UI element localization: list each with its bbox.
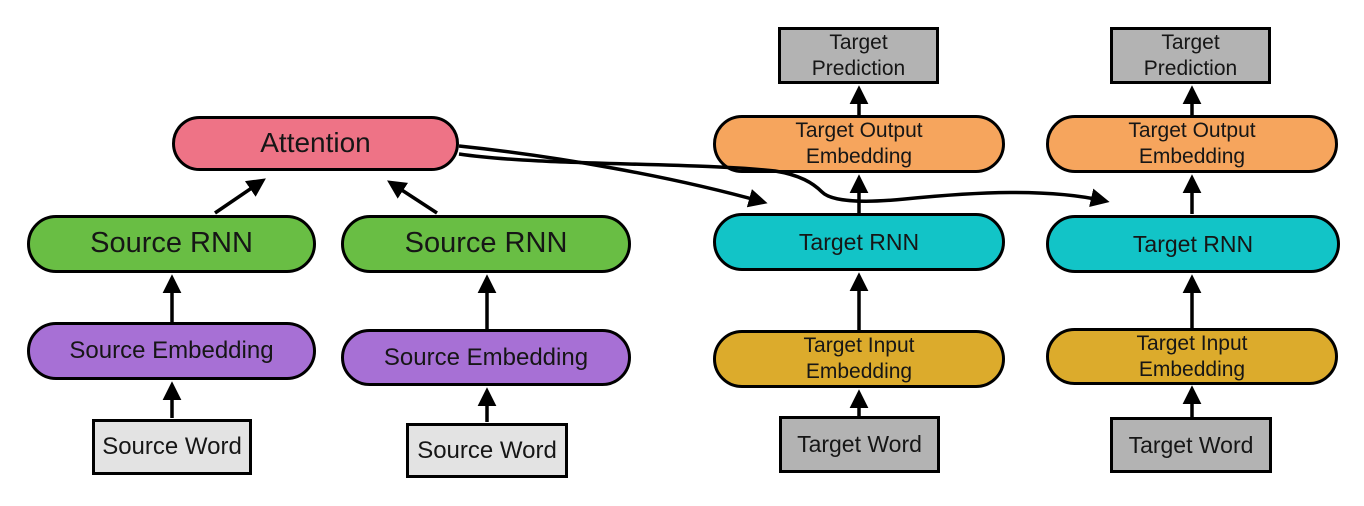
target-prediction-2: Target Prediction <box>1110 27 1271 84</box>
source-word-1: Source Word <box>92 419 252 475</box>
target-rnn-1-label: Target RNN <box>798 228 920 255</box>
target-output-embedding-2-label: Target Output Embedding <box>1128 119 1256 168</box>
target-input-embedding-1: Target Input Embedding <box>713 330 1005 388</box>
target-input-embedding-1-label: Target Input Embedding <box>803 334 915 383</box>
source-word-1-label: Source Word <box>102 433 242 461</box>
attention-node: Attention <box>172 116 459 171</box>
target-output-embedding-1: Target Output Embedding <box>713 115 1005 173</box>
target-rnn-1: Target RNN <box>713 213 1005 271</box>
target-prediction-2-label: Target Prediction <box>1143 30 1238 80</box>
target-input-embedding-2-label: Target Input Embedding <box>1136 331 1248 381</box>
target-output-embedding-2: Target Output Embedding <box>1046 115 1338 173</box>
source-embedding-2-label: Source Embedding <box>383 343 589 371</box>
target-rnn-2: Target RNN <box>1046 215 1340 273</box>
edge-source-rnn-1-to-attention <box>214 178 266 215</box>
target-word-2: Target Word <box>1110 417 1272 473</box>
source-embedding-1-label: Source Embedding <box>69 337 274 365</box>
target-output-embedding-1-label: Target Output Embedding <box>795 119 923 168</box>
edge-source-rnn-2-to-attention <box>387 180 438 215</box>
target-prediction-1: Target Prediction <box>778 27 939 84</box>
source-word-2-label: Source Word <box>417 436 557 464</box>
source-embedding-2: Source Embedding <box>341 329 631 386</box>
target-word-1-label: Target Word <box>797 431 922 458</box>
target-rnn-2-label: Target RNN <box>1132 230 1254 257</box>
source-rnn-1: Source RNN <box>27 215 316 273</box>
attention-label: Attention <box>260 127 371 159</box>
target-word-1: Target Word <box>779 416 940 473</box>
target-word-2-label: Target Word <box>1128 431 1254 458</box>
source-rnn-2-label: Source RNN <box>404 227 568 260</box>
source-embedding-1: Source Embedding <box>27 322 316 380</box>
source-rnn-1-label: Source RNN <box>90 227 253 260</box>
target-input-embedding-2: Target Input Embedding <box>1046 328 1338 385</box>
target-prediction-1-label: Target Prediction <box>811 30 906 80</box>
source-word-2: Source Word <box>406 423 568 478</box>
source-rnn-2: Source RNN <box>341 215 631 273</box>
